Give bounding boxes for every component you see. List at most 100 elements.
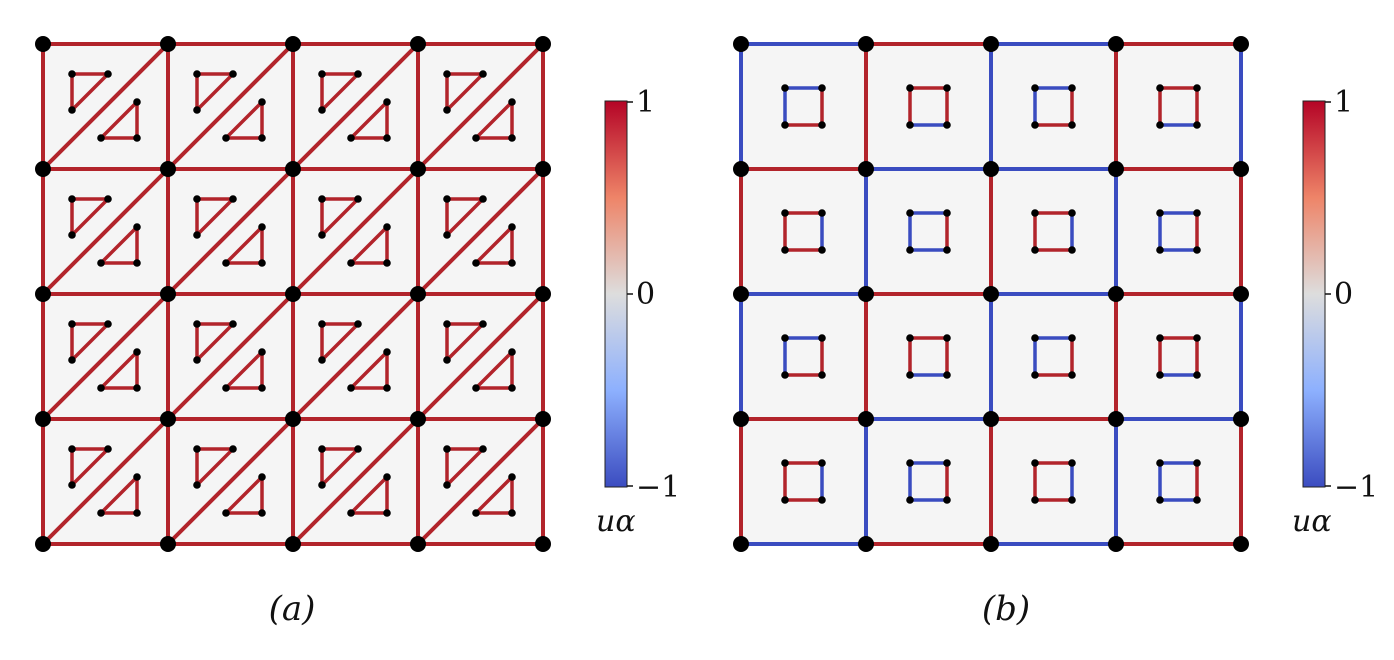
inner-node: [1156, 246, 1164, 254]
inner-node: [97, 134, 105, 142]
inner-node: [222, 384, 230, 392]
inner-node: [347, 134, 355, 142]
edge-diagonal: [41, 42, 170, 171]
edge-diagonal: [166, 42, 295, 171]
inner-node: [133, 134, 141, 142]
inner-node: [818, 459, 826, 467]
inner-node: [104, 70, 112, 78]
lattice-node: [858, 286, 874, 302]
inner-triangle-edge: [349, 225, 389, 265]
lattice-node: [35, 536, 51, 552]
lattice-node: [1233, 411, 1249, 427]
inner-node: [443, 320, 451, 328]
inner-node: [1068, 496, 1076, 504]
inner-node: [354, 445, 362, 453]
inner-node: [943, 121, 951, 129]
lattice-node: [1108, 286, 1124, 302]
colorbar-b-label: uα: [1292, 504, 1332, 539]
inner-triangle-edge: [320, 197, 360, 237]
edge-diagonal: [291, 42, 420, 171]
square-lattice: [733, 36, 1249, 552]
inner-node: [906, 459, 914, 467]
lattice-node: [983, 536, 999, 552]
inner-node: [258, 134, 266, 142]
inner-node: [818, 209, 826, 217]
inner-node: [1031, 459, 1039, 467]
inner-node: [193, 195, 201, 203]
inner-node: [383, 473, 391, 481]
lattice-node: [983, 411, 999, 427]
lattice-node: [858, 161, 874, 177]
inner-node: [229, 195, 237, 203]
inner-node: [383, 509, 391, 517]
inner-node: [443, 445, 451, 453]
inner-node: [479, 70, 487, 78]
inner-triangle-edge: [445, 197, 485, 237]
inner-node: [1068, 209, 1076, 217]
lattice-node: [160, 536, 176, 552]
inner-node: [104, 195, 112, 203]
lattice-node: [535, 36, 551, 52]
lattice-node: [1233, 36, 1249, 52]
lattice-node: [35, 411, 51, 427]
inner-node: [943, 209, 951, 217]
edge-diagonal: [166, 417, 295, 546]
inner-node: [347, 259, 355, 267]
inner-node: [508, 98, 516, 106]
inner-triangle-edge: [99, 100, 139, 140]
inner-node: [347, 384, 355, 392]
inner-triangle-edge: [195, 322, 235, 362]
inner-triangle-edge: [99, 350, 139, 390]
panel-b-caption: (b): [982, 589, 1030, 629]
inner-node: [68, 195, 76, 203]
inner-node: [1031, 334, 1039, 342]
inner-node: [258, 509, 266, 517]
inner-node: [508, 509, 516, 517]
inner-node: [906, 246, 914, 254]
inner-node: [443, 70, 451, 78]
inner-triangle-edge: [70, 447, 110, 487]
inner-node: [383, 98, 391, 106]
inner-node: [97, 509, 105, 517]
edge-diagonal: [41, 292, 170, 421]
inner-node: [443, 106, 451, 114]
inner-triangle-edge: [445, 447, 485, 487]
inner-node: [1193, 246, 1201, 254]
edge-diagonal: [41, 417, 170, 546]
inner-triangle-edge: [474, 475, 514, 515]
inner-node: [133, 509, 141, 517]
inner-node: [193, 320, 201, 328]
inner-node: [943, 334, 951, 342]
colorbar-a-tick-label-mid: 0: [636, 277, 655, 312]
lattice-node: [858, 36, 874, 52]
inner-triangle-edge: [70, 197, 110, 237]
lattice-node: [410, 36, 426, 52]
inner-node: [383, 259, 391, 267]
inner-node: [1193, 121, 1201, 129]
inner-node: [318, 481, 326, 489]
edge-diagonal: [291, 417, 420, 546]
inner-node: [318, 195, 326, 203]
inner-triangle-edge: [224, 100, 264, 140]
inner-triangle-edge: [320, 322, 360, 362]
inner-node: [133, 259, 141, 267]
inner-triangle-edge: [349, 475, 389, 515]
inner-node: [781, 496, 789, 504]
inner-node: [781, 84, 789, 92]
inner-node: [1193, 371, 1201, 379]
inner-node: [508, 259, 516, 267]
lattice-node: [858, 411, 874, 427]
inner-node: [818, 121, 826, 129]
inner-node: [193, 70, 201, 78]
inner-node: [1156, 121, 1164, 129]
inner-node: [193, 356, 201, 364]
inner-node: [818, 371, 826, 379]
inner-node: [1031, 84, 1039, 92]
lattice-node: [160, 36, 176, 52]
inner-node: [818, 496, 826, 504]
inner-node: [781, 459, 789, 467]
inner-node: [68, 445, 76, 453]
lattice-node: [285, 286, 301, 302]
colorbar-a-label: uα: [596, 504, 636, 539]
inner-node: [1193, 334, 1201, 342]
